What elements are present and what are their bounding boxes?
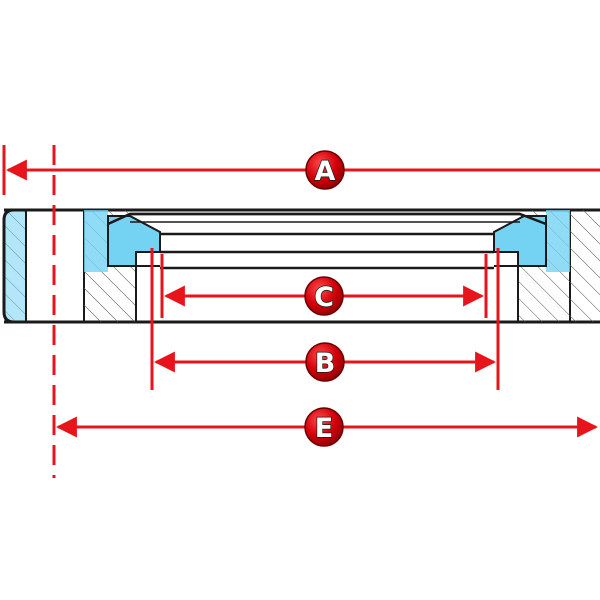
badge-e-label: E bbox=[315, 413, 333, 444]
left-inner-section bbox=[84, 210, 161, 322]
badge-a: A bbox=[305, 150, 345, 190]
badge-c: C bbox=[304, 276, 344, 316]
badge-a-label: A bbox=[315, 156, 336, 187]
badge-b-label: B bbox=[315, 348, 336, 379]
right-outer-section bbox=[570, 210, 600, 322]
right-inner-section bbox=[493, 210, 570, 322]
extension-lines bbox=[2, 145, 500, 478]
flange-section bbox=[2, 208, 600, 324]
badge-b: B bbox=[305, 342, 345, 382]
badge-c-label: C bbox=[314, 282, 334, 313]
seal-gasket bbox=[107, 212, 547, 270]
left-outer-section bbox=[2, 208, 27, 324]
badge-e: E bbox=[304, 407, 344, 447]
